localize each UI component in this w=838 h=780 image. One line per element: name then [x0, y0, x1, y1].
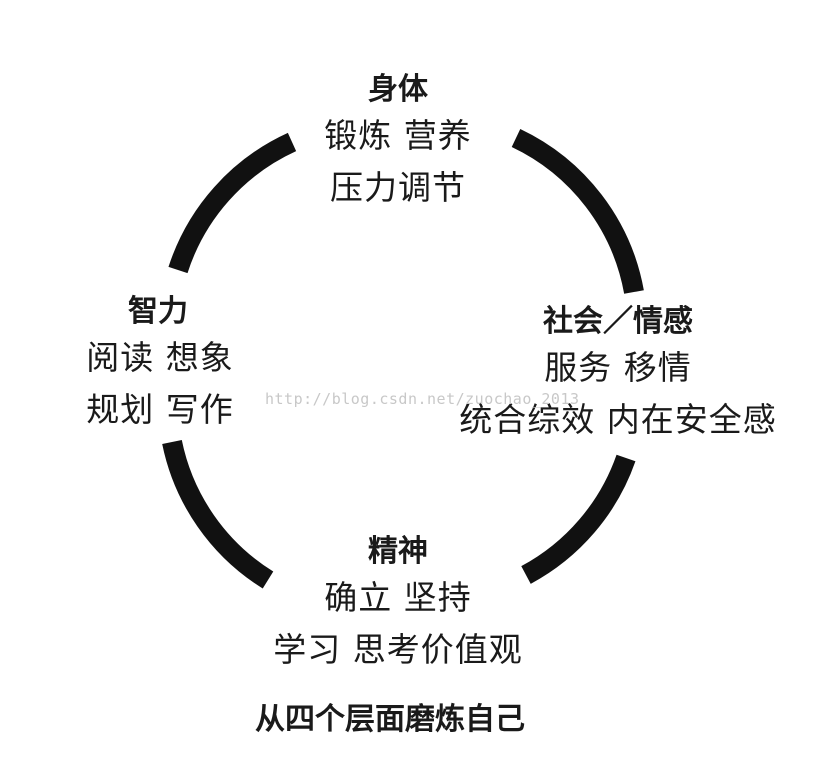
ring-arc-bottom-right [521, 454, 636, 584]
ring-arc-top-left [168, 132, 297, 274]
diagram-caption: 从四个层面磨炼自己 [255, 702, 525, 737]
node-intellect-line-1: 阅读 想象 [86, 338, 234, 377]
node-spirit: 精神 确立 坚持 学习 思考价值观 [248, 532, 548, 676]
node-social-emotional-title: 社会／情感 [543, 304, 693, 339]
node-body-title: 身体 [368, 72, 428, 107]
node-spirit-line-2: 学习 思考价值观 [273, 630, 523, 669]
watermark-text: http://blog.csdn.net/zuochao_2013 [265, 390, 580, 408]
node-social-emotional-line-2: 统合综效 内在安全感 [459, 400, 777, 439]
node-intellect-line-2: 规划 写作 [86, 390, 234, 429]
node-spirit-title: 精神 [368, 534, 428, 569]
node-body: 身体 锻炼 营养 压力调节 [298, 70, 498, 214]
node-intellect: 智力 阅读 想象 规划 写作 [60, 292, 260, 436]
ring-arc-top-right [511, 128, 644, 294]
node-spirit-line-1: 确立 坚持 [324, 578, 472, 617]
node-body-line-2: 压力调节 [330, 168, 466, 207]
node-intellect-title: 智力 [128, 294, 188, 329]
node-social-emotional: 社会／情感 服务 移情 统合综效 内在安全感 [438, 302, 798, 446]
node-body-line-1: 锻炼 营养 [324, 116, 472, 155]
ring [162, 128, 644, 589]
node-social-emotional-line-1: 服务 移情 [544, 348, 692, 387]
ring-arc-bottom-left [162, 439, 274, 589]
